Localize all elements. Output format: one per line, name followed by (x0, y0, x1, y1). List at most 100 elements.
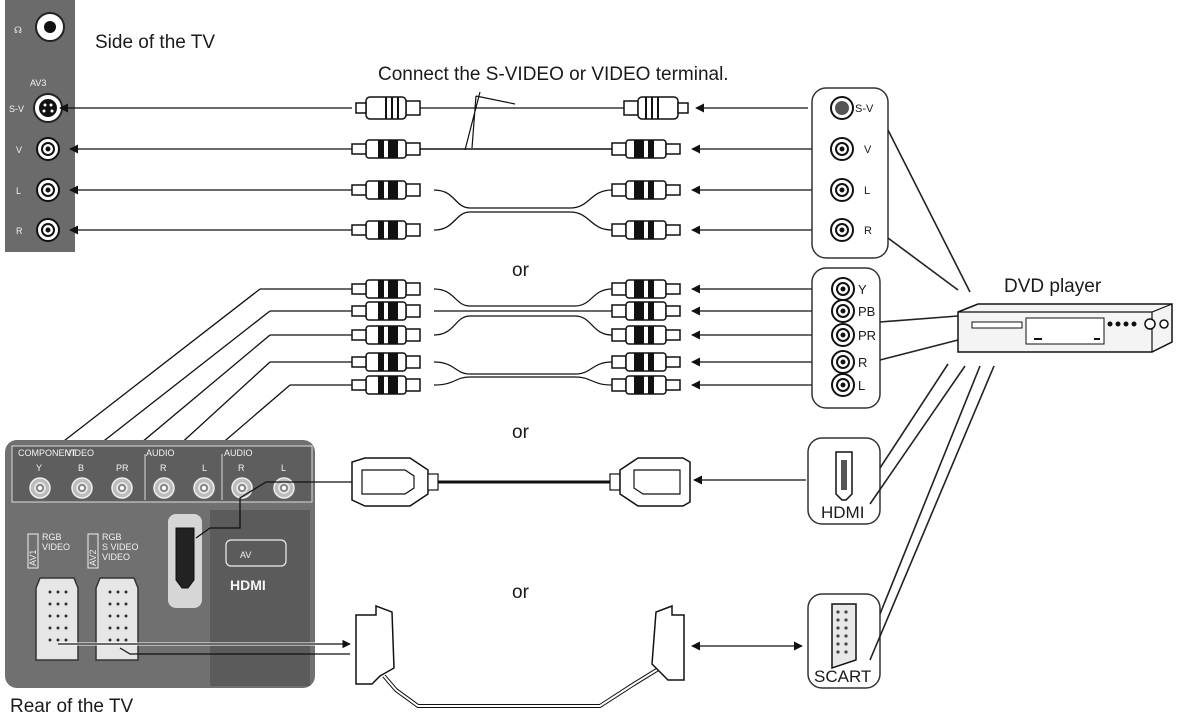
rear-pb-jack (71, 477, 93, 499)
svideo-plug-tv (355, 96, 421, 120)
comp-plug-tv (351, 352, 421, 372)
dvd-svideo-terminal (830, 96, 854, 120)
av2-signal: RGB (102, 532, 122, 542)
audio-component-cable (433, 361, 613, 386)
av1-signal: RGB (42, 532, 62, 542)
rear-pr-jack (111, 477, 133, 499)
audio-out-header: AUDIO (224, 448, 253, 458)
hdmi-section (210, 510, 310, 686)
av1-label: AV1 (28, 550, 38, 566)
rear-jack-label: R (238, 463, 245, 473)
note-pointer (475, 95, 516, 105)
component-header: COMPONENT (18, 448, 77, 458)
side-jack-label: V (16, 145, 22, 155)
scart-cable (355, 604, 803, 708)
dvd-r-terminal (831, 350, 855, 374)
av1-scart-socket (35, 577, 79, 661)
av2-signal: VIDEO (102, 552, 130, 562)
dvd-terminal-label: S-V (855, 103, 874, 115)
scart-wire (382, 666, 662, 708)
video-plug-dvd (611, 139, 681, 159)
component-label: PR (858, 328, 876, 343)
av2-scart-socket (95, 577, 139, 661)
audio-in-header: AUDIO (146, 448, 175, 458)
component-label: PB (858, 304, 875, 319)
comp-plug-dvd (611, 325, 681, 345)
side-panel-body (5, 0, 75, 252)
rear-out-l-jack (273, 477, 295, 499)
rear-jack-label: R (160, 463, 167, 473)
rear-jack-label: PR (116, 463, 129, 473)
tv-rear-panel: COMPONENT VIDEO AUDIO AUDIO Y B PR R L R… (5, 440, 315, 688)
component-label: L (858, 378, 865, 393)
component-label: Y (858, 282, 867, 297)
dvd-player-label: DVD player (1004, 276, 1102, 297)
dvd-terminal-label: R (864, 225, 872, 237)
dvd-component-terminals: Y PB PR R L (811, 267, 881, 409)
side-svideo-jack (33, 93, 63, 123)
note-pointer (464, 91, 481, 151)
comp-plug-dvd (611, 352, 681, 372)
dvd-scart-terminal: SCART (807, 593, 881, 689)
comp-plug-dvd (611, 279, 681, 299)
scart-plug-tv (355, 604, 395, 685)
dvd-pb-terminal (831, 299, 855, 323)
side-jack-label: R (16, 226, 23, 236)
side-jack-label: S-V (9, 104, 24, 114)
dvd-video-terminal (830, 137, 854, 161)
rear-audio-r-jack (153, 477, 175, 499)
comp-plug-tv (351, 375, 421, 395)
audio-r-plug-tv (351, 220, 421, 240)
rear-of-tv-label: Rear of the TV (10, 696, 134, 717)
callout-lines (869, 129, 995, 661)
component-label: R (858, 355, 867, 370)
rear-jack-label: L (202, 463, 207, 473)
side-left-jack (36, 178, 60, 202)
dvd-y-terminal (831, 277, 855, 301)
side-video-jack (36, 137, 60, 161)
comp-plug-dvd (611, 301, 681, 321)
audio-cable-pair (433, 189, 613, 231)
terminal-box (811, 87, 889, 259)
headphone-icon: ☊ (14, 25, 22, 35)
side-right-jack (36, 218, 60, 242)
tv-side-panel: ☊ AV3 S-V V L R (5, 0, 75, 252)
audio-r-plug-dvd (611, 220, 681, 240)
av-badge-label: AV (240, 550, 251, 560)
dvd-terminal-label: L (864, 185, 870, 197)
side-cables (59, 96, 826, 240)
rear-connection-lines (58, 481, 352, 655)
av-badge (225, 539, 287, 567)
av2-label: AV2 (88, 550, 98, 566)
connect-note: Connect the S-VIDEO or VIDEO terminal. (378, 64, 729, 85)
hdmi-cable (351, 457, 806, 507)
comp-plug-tv (351, 325, 421, 345)
av2-signal: S VIDEO (102, 542, 139, 552)
comp-diagonal-wires (41, 288, 291, 459)
or-label: or (512, 260, 530, 281)
dvd-left-terminal (830, 178, 854, 202)
scart-plug-dvd (651, 604, 685, 681)
dvd-right-terminal (830, 218, 854, 242)
rear-jack-label: Y (36, 463, 42, 473)
hdmi-label: HDMI (821, 503, 864, 522)
audio-l-plug-dvd (611, 180, 681, 200)
dvd-hdmi-terminal: HDMI (807, 437, 881, 525)
hdmi-logo: HDMI (230, 577, 266, 593)
headphone-jack (35, 12, 65, 42)
or-label: or (512, 582, 530, 603)
rear-hdmi-port (175, 527, 195, 589)
hdmi-plug-tv (351, 457, 429, 507)
audio-l-plug-tv (351, 180, 421, 200)
rear-jack-label: L (281, 463, 286, 473)
component-cables (41, 279, 826, 459)
video-header: VIDEO (66, 448, 94, 458)
comp-plug-dvd (611, 375, 681, 395)
side-panel-title: AV3 (30, 78, 46, 88)
scart-port-icon (831, 603, 857, 670)
dvd-player: DVD player (957, 276, 1173, 353)
rear-audio-l-jack (193, 477, 215, 499)
hdmi-rear-line (195, 481, 352, 539)
comp-plug-tv (351, 301, 421, 321)
